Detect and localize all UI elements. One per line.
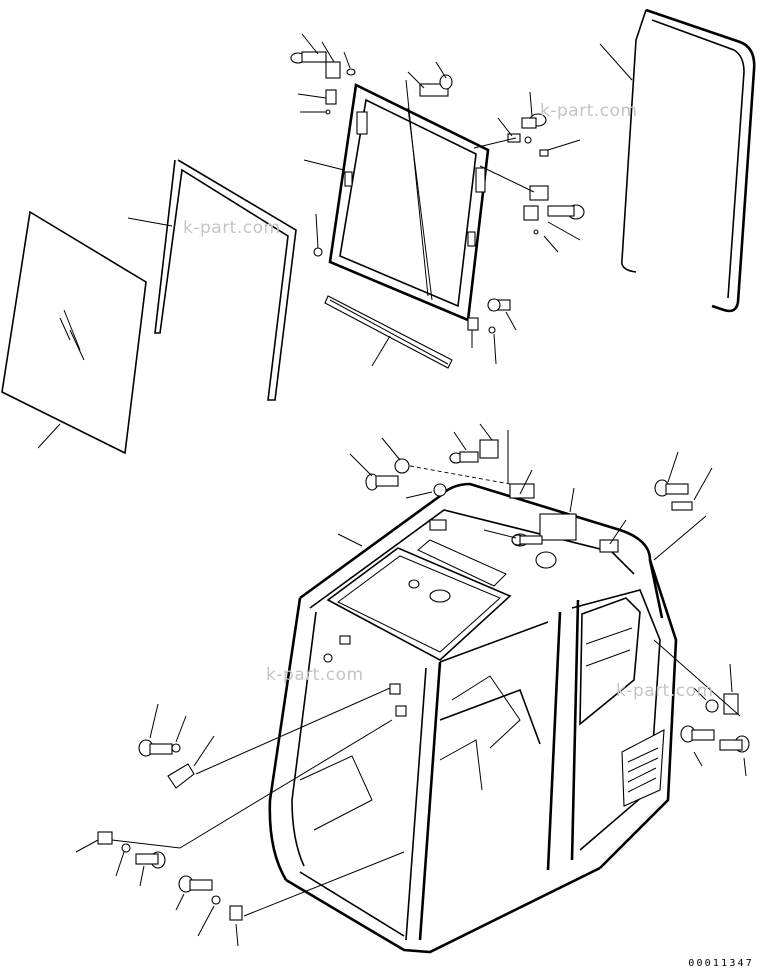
window-frame: [303, 79, 490, 322]
rear-hardware-callouts: [653, 451, 750, 777]
glass-seal-strip: [127, 159, 297, 401]
frame-bottom-strip: [324, 295, 453, 369]
watermark: k-part.com: [540, 101, 638, 121]
roof-hardware-callouts: [349, 423, 627, 546]
hinge-hardware-top: [290, 33, 453, 115]
watermark: k-part.com: [616, 681, 714, 701]
watermark: k-part.com: [266, 665, 364, 685]
watermark: k-part.com: [183, 218, 281, 238]
door-weather-seal: [599, 8, 756, 313]
left-hardware-callouts: [75, 533, 405, 947]
front-glass-pane: [1, 210, 147, 455]
hinge-hardware-right: [473, 91, 585, 253]
frame-bottom-hardware: [467, 298, 517, 365]
illustration-code: 00011347: [688, 958, 754, 969]
